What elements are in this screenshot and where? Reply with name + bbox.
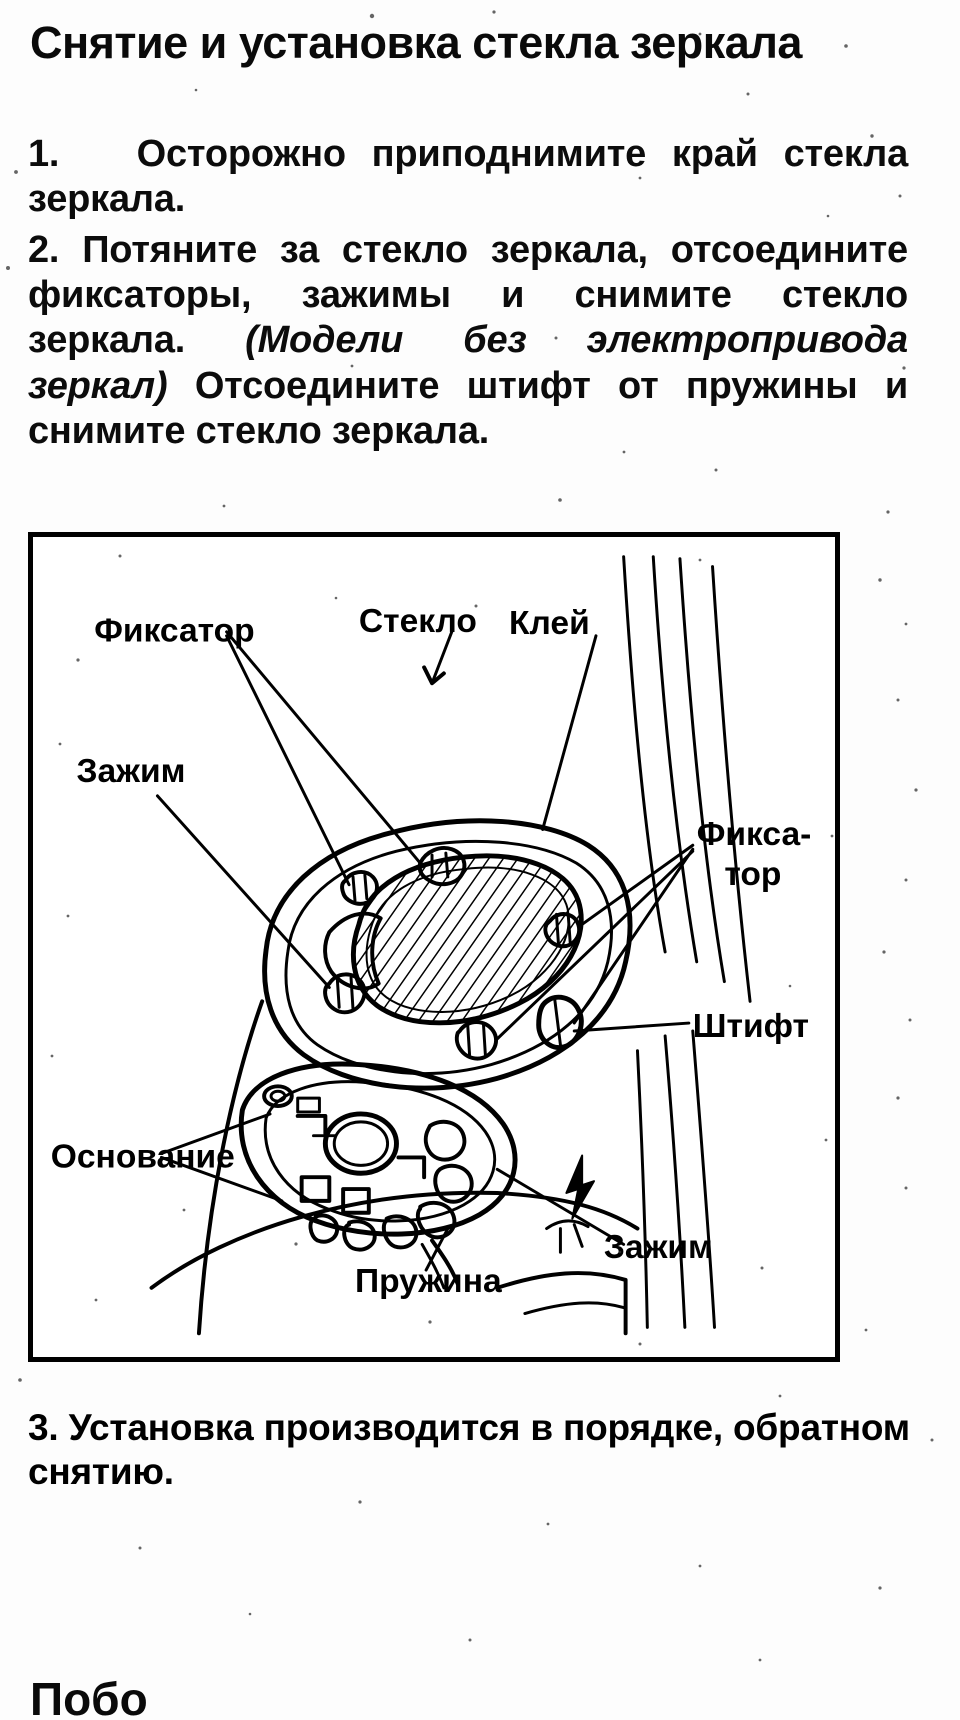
direction-arrow [565, 1154, 595, 1220]
diagram-svg: Фиксатор Стекло Клей Зажим Фикса- тор Шт… [51, 555, 812, 1336]
figure-label-glass: Стекло [359, 603, 477, 640]
leader-fixator-top-a [225, 630, 422, 865]
figure-label-pin: Штифт [693, 1008, 809, 1045]
leader-glue [541, 634, 598, 831]
figure-label-spring: Пружина [355, 1263, 502, 1300]
step-1-number: 1. [28, 133, 60, 175]
fixator-clip-upper-left [340, 870, 379, 906]
leader-clamp-right [495, 1167, 626, 1246]
step-2-paragraph: 2. Потяните за стекло зеркала, отсоедини… [28, 228, 908, 454]
body-contour-line [622, 555, 667, 954]
step-3-paragraph: 3. Установка производится в порядке, обр… [28, 1406, 918, 1495]
mirror-glass-surface [351, 853, 584, 1026]
figure-label-base: Основание [51, 1138, 235, 1175]
mirror-base-outline [238, 1061, 518, 1237]
base-slot [299, 1175, 332, 1203]
step-2-text-part1: Потяните за стекло зеркала, отсоедините … [28, 229, 908, 362]
base-center-hole [322, 1111, 399, 1176]
figure-label-glue: Клей [509, 605, 590, 642]
next-section-heading-partial: Побо [30, 1673, 148, 1718]
step-1-paragraph: 1. Осторожно приподнимите край стекла зе… [28, 132, 908, 222]
figure-label-clamp-left: Зажим [76, 753, 185, 790]
base-mount-eye [262, 1084, 294, 1109]
step-3-text: Установка производится в порядке, обратн… [28, 1407, 910, 1493]
leader-fixator-right-a [580, 843, 695, 926]
leader-fixator-right-c [572, 847, 695, 1025]
leader-base [159, 1112, 272, 1155]
base-clip-cluster [308, 1119, 474, 1252]
leader-glass [430, 630, 454, 685]
leader-pin [572, 1021, 691, 1033]
pin-element [536, 994, 584, 1051]
step-1-text: Осторожно приподнимите край стекла зерка… [28, 133, 909, 221]
leader-clamp-left [155, 794, 331, 989]
step-2-text-part2: Отсоедините штифт от пружины и снимите с… [28, 364, 908, 452]
spring-element [430, 1238, 460, 1286]
step-2-italic-note: (Модели без электропривода зеркал) [28, 319, 908, 407]
mirror-housing-outline [262, 818, 633, 1091]
figure-label-fixator-top: Фиксатор [94, 613, 254, 650]
leader-fixator-right-b [495, 849, 695, 1041]
fixator-clip-top [417, 846, 467, 887]
clamp-left-clip [323, 972, 367, 1015]
page-title: Снятие и установка стекла зеркала [30, 17, 802, 68]
figure-label-fixator-right-line1: Фикса- [697, 816, 812, 853]
fixator-clip-bottom [454, 1020, 499, 1061]
figure-label-fixator-right-line2: тор [724, 856, 781, 893]
leader-spring [424, 1227, 450, 1272]
fixator-clip-right [543, 912, 582, 949]
figure-label-clamp-right: Зажим [604, 1229, 713, 1266]
mirror-glass-diagram: Фиксатор Стекло Клей Зажим Фикса- тор Шт… [28, 532, 840, 1362]
step-2-number: 2. [28, 229, 60, 271]
leader-fixator-top-b [225, 634, 351, 887]
step-3-number: 3. [28, 1407, 59, 1448]
